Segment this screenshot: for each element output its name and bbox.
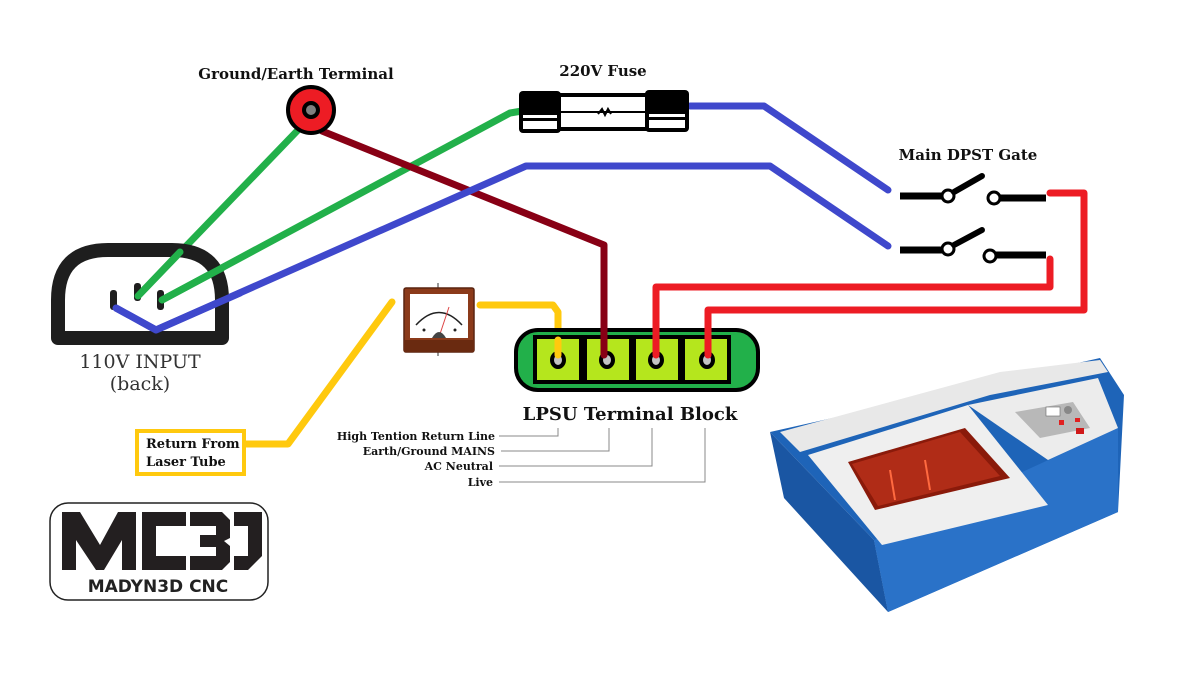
terminal-block-label: LPSU Terminal Block	[523, 404, 738, 425]
ammeter-icon	[403, 283, 475, 356]
wire-blue-overlay	[112, 289, 244, 334]
fuse-icon	[519, 90, 689, 133]
terminal-2	[583, 335, 633, 384]
madyn3d-logo: MADYN3D CNC	[49, 502, 269, 601]
wire-blue-live	[686, 102, 892, 194]
wire-green-fuse-overlay	[158, 264, 226, 304]
logo-text: MADYN3D CNC	[88, 577, 229, 597]
fuse-label: 220V Fuse	[559, 62, 646, 80]
legend-item: Earth/Ground MAINS	[363, 445, 495, 458]
wire-green-fuse	[158, 107, 526, 304]
wire-green-ground-overlay	[134, 248, 184, 300]
logo-mark-icon	[62, 512, 262, 570]
dpst-switch-icon	[900, 173, 1046, 264]
laser-cutter-image	[770, 358, 1124, 612]
terminal-legend: High Tention Return Line Earth/Ground MA…	[337, 428, 706, 489]
input-label-line1: 110V INPUT	[79, 351, 201, 373]
return-label-line1: Return From	[146, 437, 240, 452]
return-label-line2: Laser Tube	[146, 455, 226, 470]
wire-yellow-return	[240, 298, 396, 448]
legend-item: AC Neutral	[424, 460, 493, 473]
legend-item: High Tention Return Line	[337, 430, 495, 443]
dpst-label: Main DPST Gate	[899, 146, 1038, 164]
ground-terminal-label: Ground/Earth Terminal	[198, 65, 394, 83]
wire-red-live	[704, 189, 1088, 359]
input-label-line2: (back)	[110, 373, 170, 395]
return-box: Return From Laser Tube	[135, 429, 246, 476]
legend-item: Live	[468, 476, 493, 489]
ground-terminal	[286, 85, 336, 135]
terminal-block	[514, 328, 760, 392]
